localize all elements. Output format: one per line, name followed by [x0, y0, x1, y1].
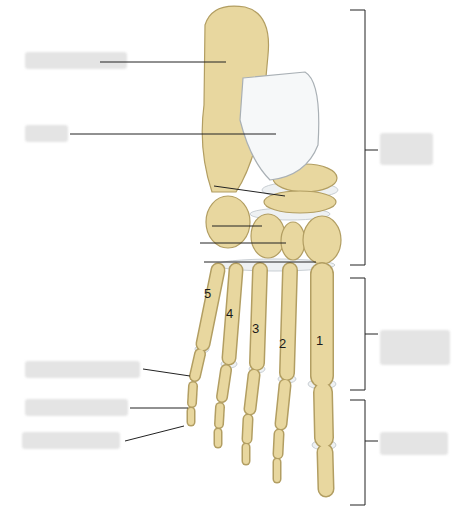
callout-number: 2 — [279, 337, 286, 350]
bone-outlines — [191, 270, 326, 489]
bone-fills — [191, 270, 326, 489]
leader-lines — [70, 62, 316, 441]
callout-number: 5 — [204, 287, 211, 300]
callout-number: 4 — [226, 307, 233, 320]
talus-articular-surface — [240, 72, 319, 180]
brackets — [350, 10, 378, 505]
tarsal-bones — [202, 6, 341, 264]
callout-number: 3 — [252, 322, 259, 335]
callout-number: 1 — [316, 334, 323, 347]
